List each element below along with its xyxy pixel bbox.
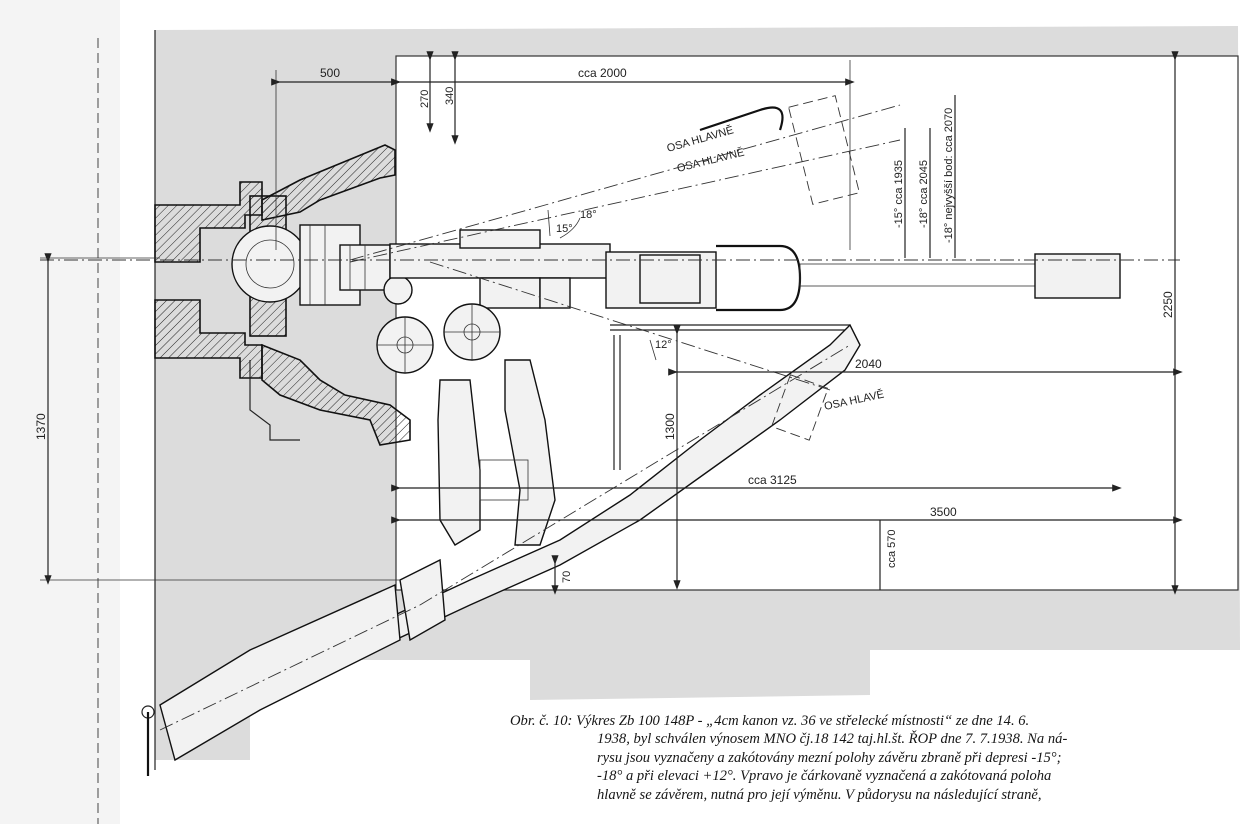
caption-line-3: rysu jsou vyznačeny a zakótovány mezní p… xyxy=(597,749,1062,766)
caption-line-1: Obr. č. 10: Výkres Zb 100 148P - „4cm ka… xyxy=(510,713,1030,729)
dim-270: 270 xyxy=(419,90,431,108)
ball-mount xyxy=(231,195,413,337)
caption-line-4: -18° a při elevaci +12°. Vpravo je čárko… xyxy=(597,768,1052,785)
dim-2045: -18° cca 2045 xyxy=(918,160,930,228)
caption-line-2: 1938, byl schválen výnosem MNO čj.18 142… xyxy=(597,731,1068,748)
gun-barrel xyxy=(40,229,1180,331)
dim-500: 500 xyxy=(320,66,340,80)
dim-3125: cca 3125 xyxy=(748,473,797,487)
datum-lines xyxy=(97,30,156,824)
dim-70: 70 xyxy=(561,571,573,583)
dim-3500: 3500 xyxy=(930,505,957,519)
figure-caption: Obr. č. 10: Výkres Zb 100 148P - „4cm ka… xyxy=(510,712,1245,804)
caption-line-5: hlavně se závěrem, nutná pro její výměnu… xyxy=(597,786,1042,803)
ejection-chute xyxy=(141,323,861,776)
dim-1935: -15° cca 1935 xyxy=(893,160,905,228)
dim-1300: 1300 xyxy=(663,413,677,440)
handwheels xyxy=(376,303,501,374)
dim-1370: 1370 xyxy=(34,413,48,440)
dim-570: cca 570 xyxy=(886,529,898,568)
dim-340: 340 xyxy=(444,87,456,105)
supports xyxy=(437,335,621,546)
dim-2250: 2250 xyxy=(1161,291,1175,318)
angle-18: 18° xyxy=(580,209,597,221)
dim-2070: -18° nejvyšší bod: cca 2070 xyxy=(943,108,955,243)
angle-15: 15° xyxy=(556,223,573,235)
dim-2000: cca 2000 xyxy=(578,66,627,80)
dimension-lines xyxy=(40,51,1183,595)
angle-12: 12° xyxy=(655,339,672,351)
dim-2040: 2040 xyxy=(855,357,882,371)
